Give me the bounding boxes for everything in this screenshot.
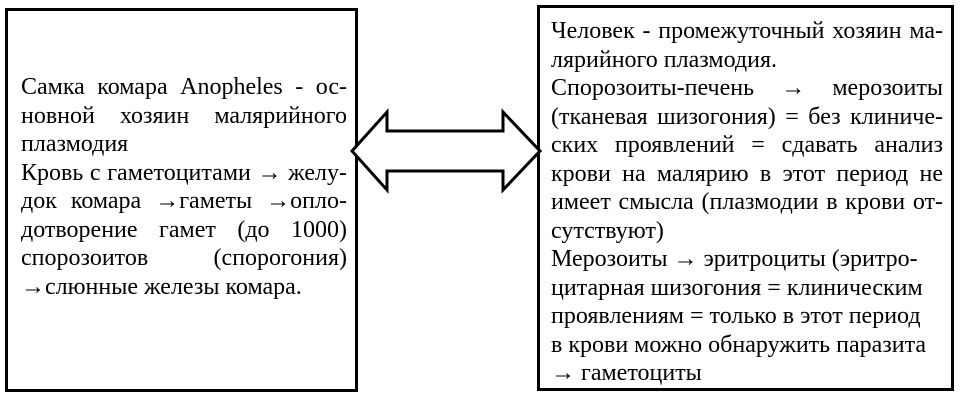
text-line: дотворение гамет (до 1000): [21, 216, 347, 243]
text-line: имеет смысла (плазмодии в крови от-: [551, 189, 943, 215]
text-line: → гаметоциты: [551, 360, 702, 386]
text-line: плазмодия: [21, 131, 129, 157]
text-line: (тканевая шизогония) = без клиниче-: [551, 103, 943, 130]
mosquito-host-text: Самка комара Anopheles - ос-новной хозяи…: [8, 11, 355, 389]
human-host-box: Человек - промежуточный хозяин ма-лярийн…: [537, 5, 954, 391]
text-line: Кровь с гаметоцитами → желу-: [21, 159, 347, 186]
text-line: проявлениям = только в этот период: [551, 303, 921, 329]
text-line: цитарная шизогония = клиническим: [551, 274, 923, 301]
text-line: док комара →гаметы →опло-: [21, 188, 347, 214]
text-line: в крови можно обнаружить паразита: [551, 331, 927, 358]
text-line: спорозоитов (спорогония): [21, 245, 347, 271]
text-line: сутствуют): [551, 217, 664, 244]
text-line: Спорозоиты-печень → мерозоиты: [551, 75, 943, 101]
text-line: лярийного плазмодия.: [551, 46, 777, 73]
text-line: Человек - промежуточный хозяин ма-: [551, 18, 943, 44]
double-arrow-shape: [349, 108, 543, 194]
text-line: Самка комара Anopheles - ос-: [21, 74, 347, 100]
text-line: крови на малярию в этот период не: [551, 160, 943, 187]
text-line: ских проявлений = сдавать анализ: [551, 132, 943, 158]
human-host-text: Человек - промежуточный хозяин ма-лярийн…: [540, 8, 951, 388]
text-line: Мерозоиты → эритроциты (эритро-: [551, 246, 918, 272]
mosquito-host-box: Самка комара Anopheles - ос-новной хозяи…: [5, 8, 358, 392]
text-line: →слюнные железы комара.: [21, 273, 302, 300]
text-line: новной хозяин малярийного: [21, 102, 347, 129]
